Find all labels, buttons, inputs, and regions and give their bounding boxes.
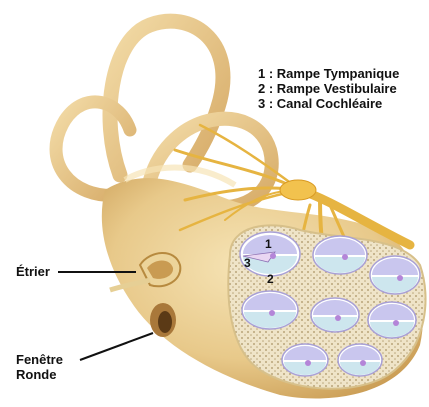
cochlear-turn — [313, 236, 367, 274]
fenetre-ronde-pointer-line — [80, 333, 153, 360]
cochlea-section: 1 3 2 — [228, 225, 425, 388]
cochlear-turn — [282, 344, 328, 376]
cochlear-turn — [368, 302, 416, 338]
label-etrier: Étrier — [16, 264, 50, 279]
round-window — [150, 303, 176, 337]
label-fenetre-line2: Ronde — [16, 367, 63, 382]
cochlear-turn — [338, 344, 382, 376]
legend-item: 1 : Rampe Tympanique — [258, 66, 399, 81]
label-fenetre-ronde: Fenêtre Ronde — [16, 352, 63, 382]
label-rampe-tympanique-number: 1 — [265, 237, 272, 251]
legend-item: 2 : Rampe Vestibulaire — [258, 81, 399, 96]
cochlear-turn — [242, 291, 298, 329]
legend: 1 : Rampe Tympanique 2 : Rampe Vestibula… — [258, 66, 399, 111]
cochlear-turn — [370, 256, 420, 294]
label-canal-cochleaire-number: 3 — [244, 256, 251, 270]
label-rampe-vestibulaire-number: 2 — [267, 272, 274, 286]
legend-item: 3 : Canal Cochléaire — [258, 96, 399, 111]
semicircular-canals — [56, 21, 272, 207]
cochlear-turn — [311, 298, 359, 332]
label-fenetre-line1: Fenêtre — [16, 352, 63, 367]
